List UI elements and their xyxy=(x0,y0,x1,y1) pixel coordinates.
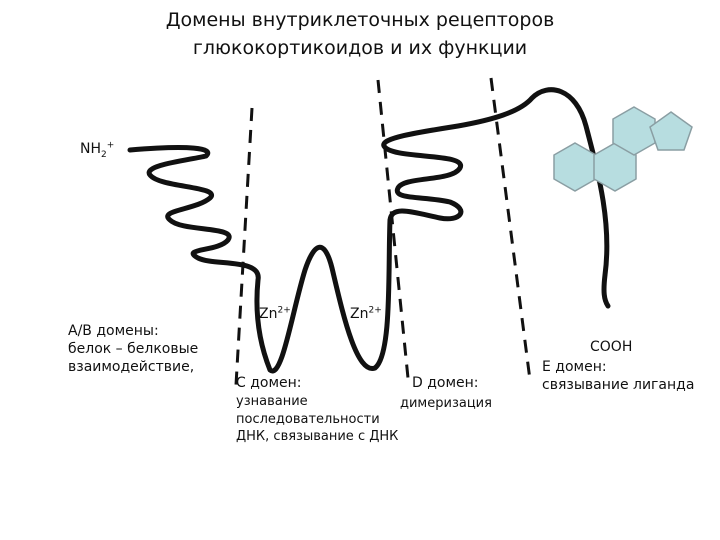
boundary-c-d xyxy=(376,79,410,379)
steroid-ring-b xyxy=(593,142,637,192)
c-domain-line-2: узнавание xyxy=(236,394,308,409)
steroid-ring-d xyxy=(649,111,693,151)
boundary-d-e xyxy=(489,77,532,381)
nh2-superscript: + xyxy=(106,140,115,151)
c-domain-line-3: последовательности xyxy=(236,411,380,427)
ab-domain-description: A/B домены: белок – белковые взаимодейст… xyxy=(68,322,198,376)
cooh-terminus-label: COOH xyxy=(590,339,633,355)
steroid-ring-c xyxy=(612,106,656,156)
zn1-base: Zn xyxy=(259,306,278,322)
title-line-2: глюкокортикоидов и их функции xyxy=(192,37,528,59)
title-line-1: Домены внутриклеточных рецепторов xyxy=(165,9,555,31)
boundary-ab-c xyxy=(234,107,254,386)
protein-chain xyxy=(127,87,611,374)
diagram-title: Домены внутриклеточных рецепторов глюкок… xyxy=(0,6,720,62)
c-domain-line-4: ДНК, связывание с ДНК xyxy=(236,429,399,444)
zn1-superscript: 2+ xyxy=(277,305,291,316)
c-domain-description: узнавание последовательности ДНК, связыв… xyxy=(236,393,398,446)
nh2-base: NH xyxy=(80,141,101,157)
e-domain-title: E домен: xyxy=(542,359,607,375)
steroid-ligand-icon xyxy=(553,106,693,192)
ab-domain-line-2: белок – белковые xyxy=(68,341,199,357)
d-domain-title: D домен: xyxy=(412,375,479,391)
e-domain-description: E домен: связывание лиганда xyxy=(542,358,694,394)
e-domain-line-2: связывание лиганда xyxy=(542,377,695,393)
zn2-base: Zn xyxy=(350,306,369,322)
zn2-superscript: 2+ xyxy=(368,305,382,316)
zinc-label-2: Zn2+ xyxy=(350,305,382,323)
d-domain-line-2: димеризация xyxy=(400,396,492,411)
ab-domain-title: A/B домены: xyxy=(68,323,159,339)
nh2-terminus-label: NH2+ xyxy=(80,140,115,160)
c-domain-title: C домен: xyxy=(236,375,302,391)
ab-domain-line-3: взаимодействие, xyxy=(68,359,195,375)
zinc-label-1: Zn2+ xyxy=(259,305,291,323)
nh2-subscript: 2 xyxy=(101,149,107,160)
